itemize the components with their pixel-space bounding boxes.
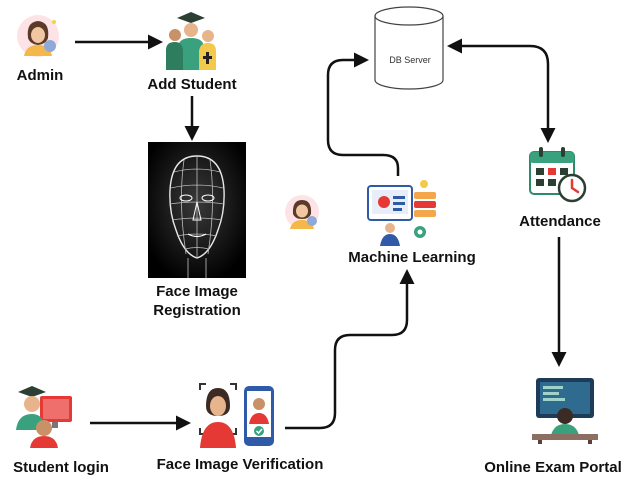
exam-workstation-icon (530, 374, 600, 444)
student-login-label: Student login (13, 459, 109, 476)
exam-portal-label: Online Exam Portal (484, 459, 622, 476)
face-mesh-image (148, 142, 246, 278)
arrow-face-verification-to-machine-learning (285, 269, 415, 430)
graduates-icon (164, 8, 218, 72)
face-registration-label-line2: Registration (153, 302, 241, 319)
calendar-clock-icon (526, 142, 588, 204)
user-avatar-icon (284, 194, 320, 230)
admin-avatar-icon (16, 14, 60, 58)
admin-label: Admin (16, 67, 64, 84)
machine-learning-label: Machine Learning (348, 249, 476, 266)
student-login-icon (14, 384, 74, 448)
arrow-machine-learning-to-db-server (326, 52, 400, 176)
machine-learning-icon (362, 176, 442, 246)
database-cylinder-icon (370, 4, 448, 92)
face-verification-label: Face Image Verification (156, 456, 324, 473)
face-verification-icon (196, 382, 278, 450)
face-registration-label-line1: Face Image (156, 283, 238, 300)
add-student-label: Add Student (147, 76, 237, 93)
attendance-label: Attendance (519, 213, 601, 230)
db-server-label: DB Server (389, 55, 431, 65)
arrow-db-server-attendance (447, 38, 556, 143)
